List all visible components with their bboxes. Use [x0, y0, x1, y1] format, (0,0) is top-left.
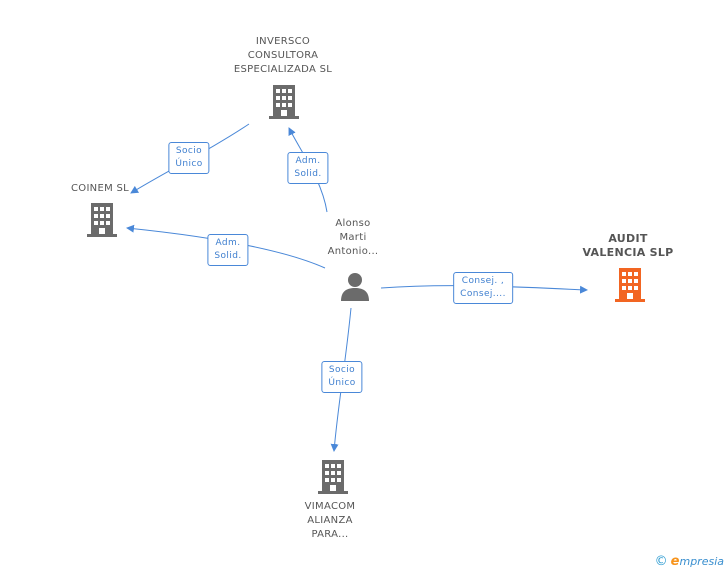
edge-label-alonso-coinem[interactable]: Adm. Solid. — [207, 234, 249, 266]
edge-label-alonso-inversco[interactable]: Adm. Solid. — [287, 152, 329, 184]
node-label-inversco[interactable]: INVERSCO CONSULTORA ESPECIALIZADA SL — [233, 36, 333, 75]
copyright-icon: © — [654, 554, 668, 569]
node-label-alonso[interactable]: Alonso Marti Antonio... — [327, 218, 379, 257]
edge-label-inversco-coinem[interactable]: Socio Único — [168, 142, 210, 174]
brand-logo: empresia — [670, 554, 724, 569]
node-label-vimacom[interactable]: VIMACOM ALIANZA PARA... — [304, 501, 356, 540]
edge-label-alonso-vimacom[interactable]: Socio Único — [321, 361, 363, 393]
edge-label-alonso-audit[interactable]: Consej. , Consej.... — [453, 272, 513, 304]
building-icon[interactable] — [268, 85, 300, 119]
node-label-audit[interactable]: AUDIT VALENCIA SLP — [582, 232, 674, 259]
footer-brand[interactable]: © empresia — [655, 554, 724, 569]
node-label-coinem[interactable]: COINEM SL — [70, 183, 130, 194]
building-icon[interactable] — [614, 268, 646, 302]
building-icon[interactable] — [86, 203, 118, 237]
person-icon[interactable] — [340, 271, 370, 301]
building-icon[interactable] — [317, 460, 349, 494]
